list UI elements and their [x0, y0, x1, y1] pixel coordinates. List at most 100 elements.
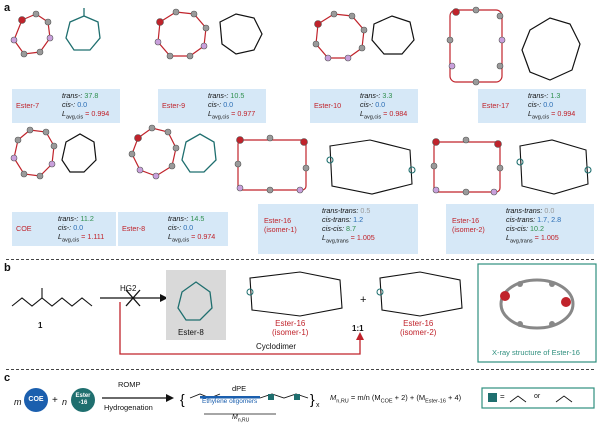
- box-ester10: Ester-10 trans-: 3.3 cis-: 0.0 Lavg,cis …: [310, 89, 418, 123]
- trans-value: 10.5: [230, 91, 245, 100]
- cis-label: cis-:: [528, 100, 542, 109]
- box-ester7-name: Ester-7: [16, 101, 40, 110]
- isomer2-model: [430, 136, 504, 196]
- svg-text:{: {: [180, 391, 185, 407]
- trans-value: 37.8: [84, 91, 99, 100]
- mn-equation: Mn,RU = m/n (MCOE + 2) + (MEster-16 + 4): [330, 393, 462, 405]
- box-ester9: Ester-9 trans-: 10.5 cis-: 0.0 Lavg,cis …: [158, 89, 266, 123]
- l-sub: avg,cis: [364, 114, 382, 121]
- isomer1-skeleton: [326, 139, 416, 195]
- l-value: = 0.977: [231, 109, 256, 118]
- box-ester10-name: Ester-10: [314, 101, 342, 110]
- cis-value: 0.0: [543, 100, 554, 109]
- l-label: L: [506, 233, 510, 242]
- l-label: L: [62, 109, 66, 118]
- compound1-chain: [11, 297, 93, 307]
- cyclodimer-label: Cyclodimer: [256, 342, 297, 351]
- box-ester9-name: Ester-9: [162, 101, 186, 110]
- box-ester8: Ester-8 trans-: 14.5 cis-: 0.0 Lavg,cis …: [118, 212, 228, 246]
- trans-label: trans-:: [208, 91, 229, 100]
- cis-label: cis-:: [360, 100, 374, 109]
- trans-label: trans-:: [58, 214, 79, 223]
- tt-value: 0.5: [360, 206, 371, 215]
- ct-label: cis-trans:: [506, 215, 536, 224]
- hydrogenation-label: Hydrogenation: [104, 403, 153, 412]
- cis-label: cis-:: [208, 100, 222, 109]
- ester-unit-2: [294, 394, 300, 400]
- ratio-label: 1:1: [352, 324, 364, 333]
- svg-text:}: }: [310, 391, 315, 407]
- panel-label-a: a: [4, 2, 11, 14]
- ester9-skeleton: [219, 13, 263, 55]
- trans-label: trans-:: [360, 91, 381, 100]
- separator-ab: [6, 259, 594, 260]
- ester-unit-1: [268, 394, 274, 400]
- l-sub: avg,cis: [66, 114, 84, 121]
- isomer1-model: [234, 134, 310, 194]
- cis-label: cis-:: [58, 223, 72, 232]
- l-label: L: [58, 232, 62, 241]
- l-label: L: [168, 232, 172, 241]
- coe-skeleton: [61, 133, 97, 173]
- l-sub: avg,trans: [510, 238, 533, 245]
- trans-value: 14.5: [190, 214, 205, 223]
- box-coe-name: COE: [16, 224, 32, 233]
- l-sub: avg,cis: [172, 237, 190, 244]
- l-value: = 0.984: [383, 109, 408, 118]
- l-label: L: [322, 233, 326, 242]
- coe-model: [10, 126, 58, 180]
- box-isomer1-name: Ester-16(isomer-1): [264, 216, 297, 234]
- plus-sign: +: [360, 294, 367, 306]
- l-value: = 1.005: [350, 233, 375, 242]
- l-label: L: [528, 109, 532, 118]
- box-ester17-name: Ester-17: [482, 101, 510, 110]
- box-isomer2: Ester-16(isomer-2) trans-trans: 0.0 cis-…: [446, 204, 594, 254]
- tt-label: trans-trans:: [506, 206, 543, 215]
- ester10-skeleton: [371, 15, 415, 55]
- l-value: = 0.974: [191, 232, 216, 241]
- coe-circle: COE: [24, 388, 48, 412]
- trans-label: trans-:: [528, 91, 549, 100]
- l-value: = 0.994: [85, 109, 110, 118]
- l-sub: avg,cis: [212, 114, 230, 121]
- panel-c-graphics: { }: [102, 387, 595, 415]
- panel-b-scheme: [11, 263, 597, 363]
- panel-a-structures: [10, 6, 592, 196]
- trans-label: trans-:: [62, 91, 83, 100]
- ester17-skeleton: [521, 17, 581, 81]
- ester16-circle: Ester-16: [71, 388, 95, 412]
- ester8-label: Ester-8: [178, 328, 204, 337]
- cis-value: 0.0: [375, 100, 386, 109]
- cc-label: cis-cis:: [322, 224, 344, 233]
- iso2-label: Ester-16(isomer-2): [400, 319, 437, 337]
- legend-eq: =: [500, 392, 505, 401]
- oligomers-label: Ethylene oligomers: [202, 398, 258, 405]
- box-ester17: Ester-17 trans-: 1.3 cis-: 0.0 Lavg,cis …: [478, 89, 586, 123]
- dpe-label: dPE: [232, 384, 247, 393]
- separator-bc: [6, 369, 594, 370]
- iso1-label: Ester-16(isomer-1): [272, 319, 309, 337]
- cis-label: cis-:: [62, 100, 76, 109]
- x-subscript: x: [316, 402, 320, 409]
- box-ester7: Ester-7 trans-: 37.8 cis-: 0.0 Lavg,cis …: [12, 89, 120, 123]
- ct-label: cis-trans:: [322, 215, 352, 224]
- cyclodimer-arrow: [119, 302, 361, 355]
- l-label: L: [208, 109, 212, 118]
- l-value: = 1.005: [534, 233, 559, 242]
- n-coef: n: [62, 397, 68, 407]
- ct-value: 1.7, 2.8: [537, 215, 562, 224]
- box-ester8-name: Ester-8: [122, 224, 146, 233]
- legend-box: [481, 387, 595, 409]
- box-coe: COE trans-: 11.2 cis-: 0.0 Lavg,cis = 1.…: [12, 212, 116, 246]
- l-value: = 0.994: [551, 109, 576, 118]
- l-sub: avg,trans: [326, 238, 349, 245]
- xray-box: [477, 263, 597, 363]
- l-value: = 1.111: [81, 232, 105, 241]
- cis-value: 0.0: [73, 223, 84, 232]
- cc-value: 8.7: [345, 224, 356, 233]
- ester8-skeleton: [181, 133, 217, 173]
- cis-value: 0.0: [77, 100, 88, 109]
- trans-value: 1.3: [550, 91, 561, 100]
- panel-label-b: b: [4, 262, 11, 274]
- l-sub: avg,cis: [62, 237, 80, 244]
